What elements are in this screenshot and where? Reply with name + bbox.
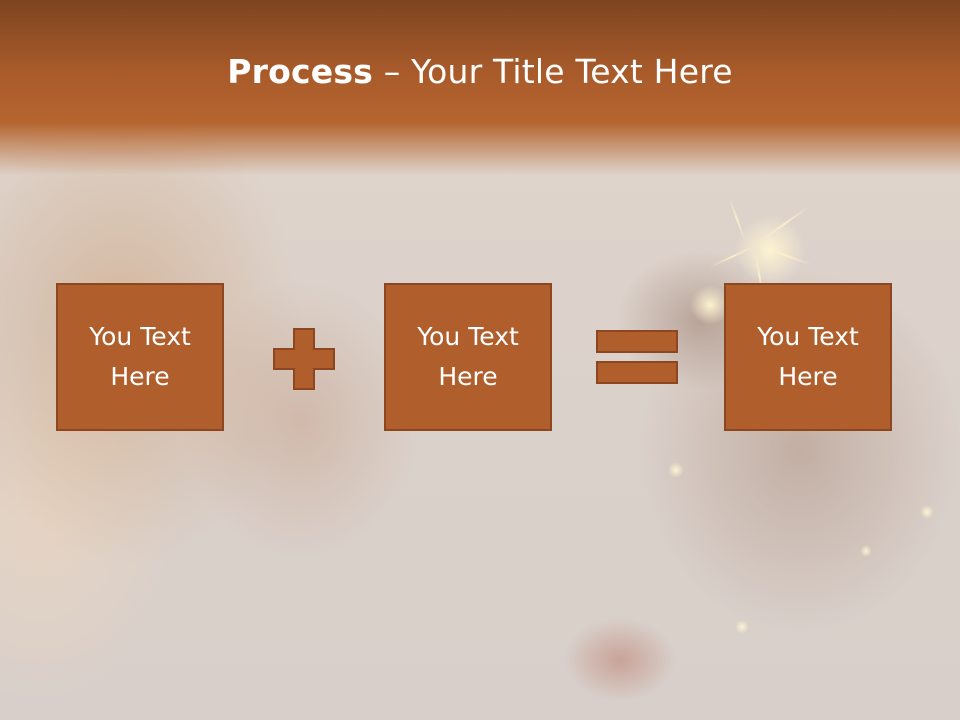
process-box-1-text: You Text Here <box>89 322 191 391</box>
header-band <box>0 0 960 175</box>
process-box-2-text: You Text Here <box>417 322 519 391</box>
sparkle-dot <box>860 545 872 557</box>
process-box-1: You Text Here <box>56 283 224 431</box>
title-bold: Process <box>227 52 374 91</box>
plus-icon <box>273 328 335 390</box>
slide-title: Process – Your Title Text Here <box>0 52 960 91</box>
sparkle-dot <box>668 462 684 478</box>
title-rest: – Your Title Text Here <box>373 52 733 91</box>
sparkler-glow <box>690 285 730 325</box>
process-box-3-text: You Text Here <box>757 322 859 391</box>
process-box-3: You Text Here <box>724 283 892 431</box>
process-box-2: You Text Here <box>384 283 552 431</box>
equals-icon <box>596 330 678 384</box>
sparkle-dot <box>920 505 934 519</box>
sparkle-dot <box>735 620 749 634</box>
